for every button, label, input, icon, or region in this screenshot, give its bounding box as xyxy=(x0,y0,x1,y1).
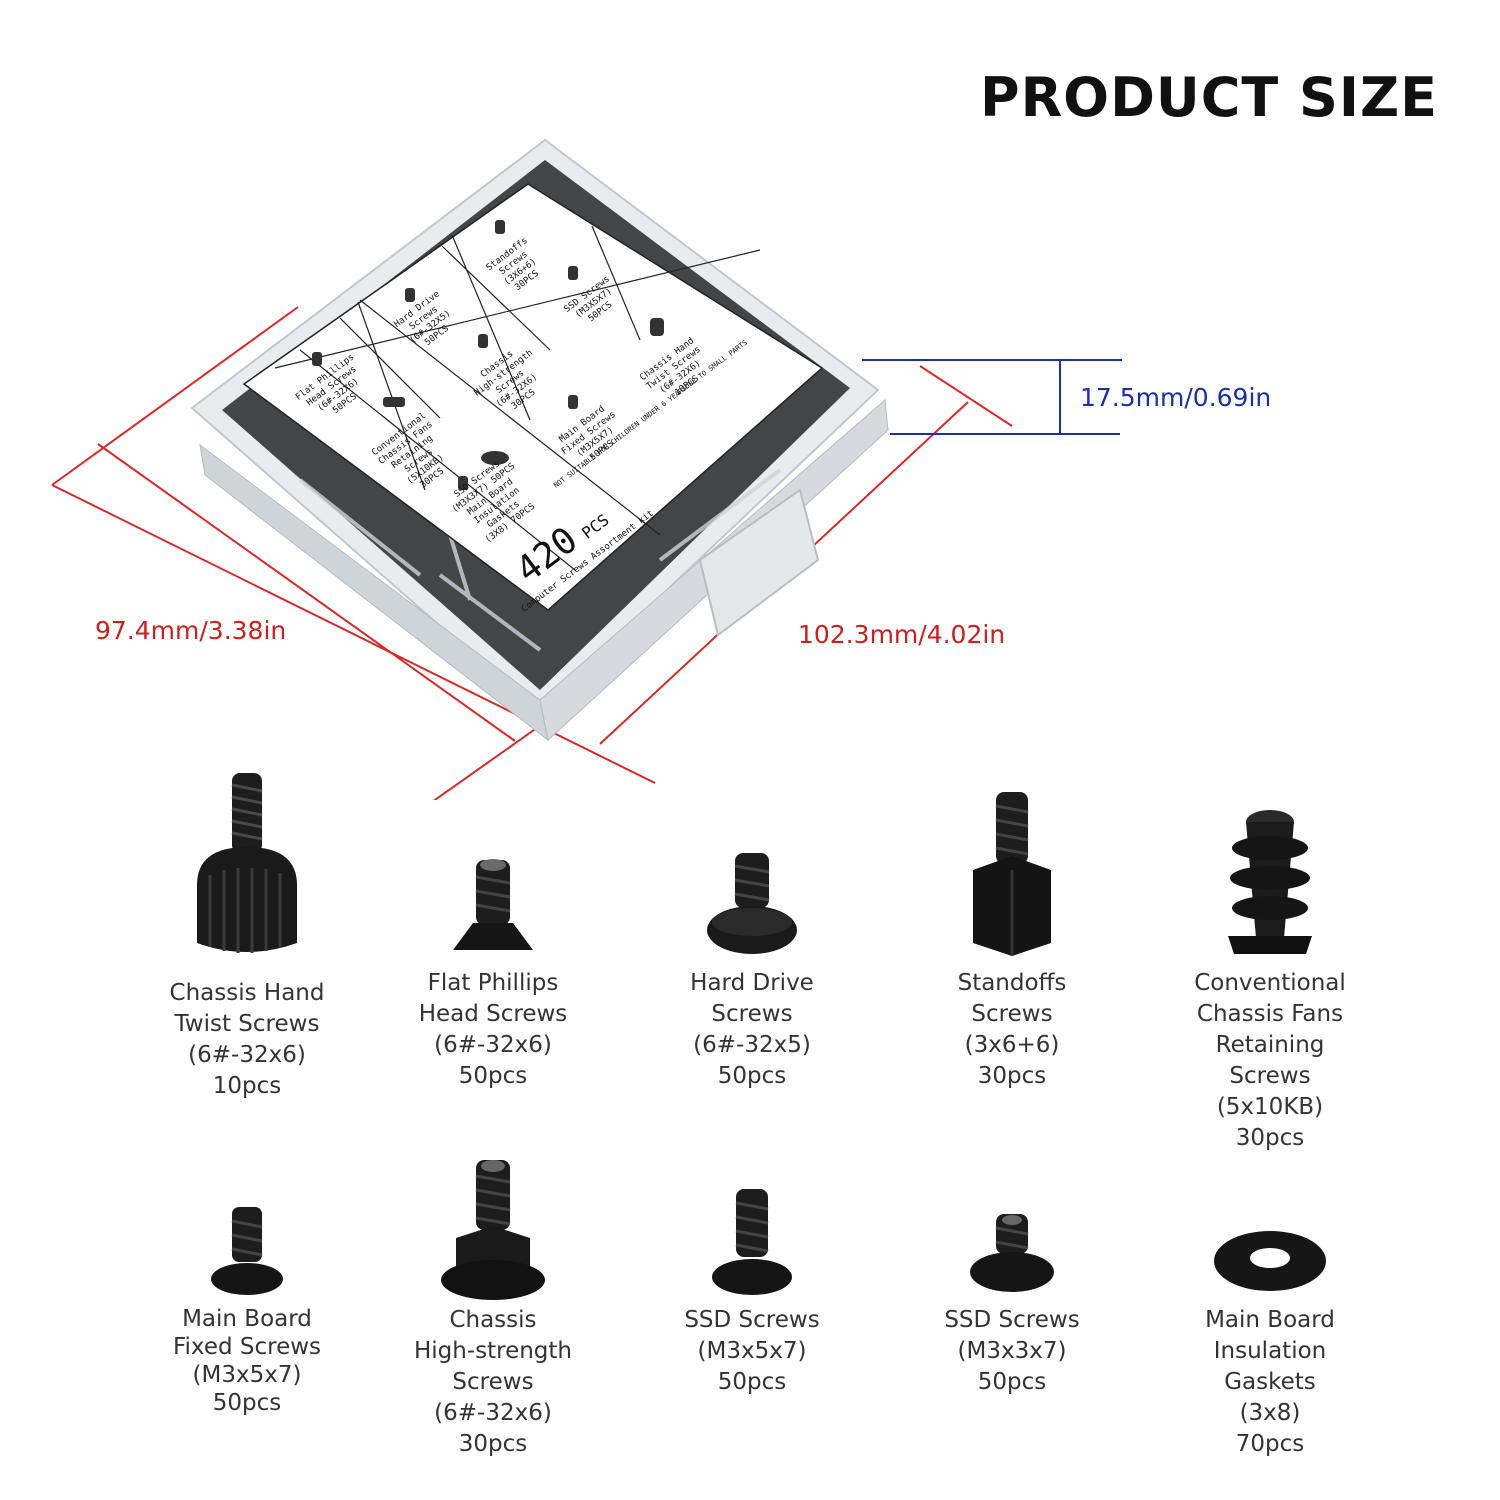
part-chassis-high-strength-screws xyxy=(363,1156,623,1306)
caption-chassis-high-strength-screws: Chassis High-strength Screws (6#-32x6) 3… xyxy=(413,1307,573,1457)
part-main-board-fixed-screws xyxy=(117,1203,377,1298)
depth-dimension-label: 102.3mm/4.02in xyxy=(798,620,1006,649)
flat-head-screw-icon xyxy=(453,859,533,950)
part-hard-drive-screws xyxy=(622,848,882,958)
part-flat-phillips-head-screws xyxy=(363,855,623,960)
caption-main-board-insulation-gaskets: Main Board Insulation Gaskets (3x8) 70pc… xyxy=(1205,1307,1335,1457)
washer-icon xyxy=(1214,1231,1326,1291)
standoff-icon xyxy=(973,792,1051,956)
caption-main-board-fixed-screws: Main Board Fixed Screws (M3x5x7) 50pcs xyxy=(172,1306,322,1416)
caption-conventional-chassis-fans-retaining-screws: Conventional Chassis Fans Retaining Scre… xyxy=(1194,970,1346,1151)
caption-hard-drive-screws: Hard Drive Screws (6#-32x5) 50pcs xyxy=(690,970,814,1089)
caption-flat-phillips-head-screws: Flat Phillips Head Screws (6#-32x6) 50pc… xyxy=(418,970,568,1089)
main-board-screw-icon xyxy=(211,1207,283,1295)
height-dimension-line xyxy=(862,359,1122,435)
flange-screw-icon xyxy=(441,1160,545,1300)
caption-ssd-screws-m3x5x7: SSD Screws (M3x5x7) 50pcs xyxy=(684,1307,820,1395)
caption-standoffs-screws: Standoffs Screws (3x6+6) 30pcs xyxy=(957,970,1067,1089)
part-ssd-screws-m3x3x7 xyxy=(882,1210,1142,1295)
part-conventional-chassis-fans-retaining-screws xyxy=(1140,808,1400,958)
fan-screw-icon xyxy=(1228,810,1312,954)
ssd-screw-short-icon xyxy=(970,1214,1054,1292)
page-title: PRODUCT SIZE xyxy=(980,66,1439,129)
thumb-screw-icon xyxy=(197,773,297,953)
part-main-board-insulation-gaskets xyxy=(1140,1225,1400,1295)
part-chassis-hand-twist-screws xyxy=(117,765,377,965)
caption-ssd-screws-m3x3x7: SSD Screws (M3x3x7) 50pcs xyxy=(944,1307,1080,1395)
caption-chassis-hand-twist-screws: Chassis Hand Twist Screws (6#-32x6) 10pc… xyxy=(169,980,325,1099)
ssd-screw-icon xyxy=(712,1189,792,1295)
width-dimension-label: 97.4mm/3.38in xyxy=(95,616,287,645)
product-box-illustration: 420 PCS Computer Screws Assortment kit N… xyxy=(51,138,1122,800)
height-dimension-label: 17.5mm/0.69in xyxy=(1080,383,1272,412)
part-standoffs-screws xyxy=(882,788,1142,958)
hard-drive-screw-icon xyxy=(707,853,797,954)
part-ssd-screws-m3x5x7 xyxy=(622,1185,882,1300)
